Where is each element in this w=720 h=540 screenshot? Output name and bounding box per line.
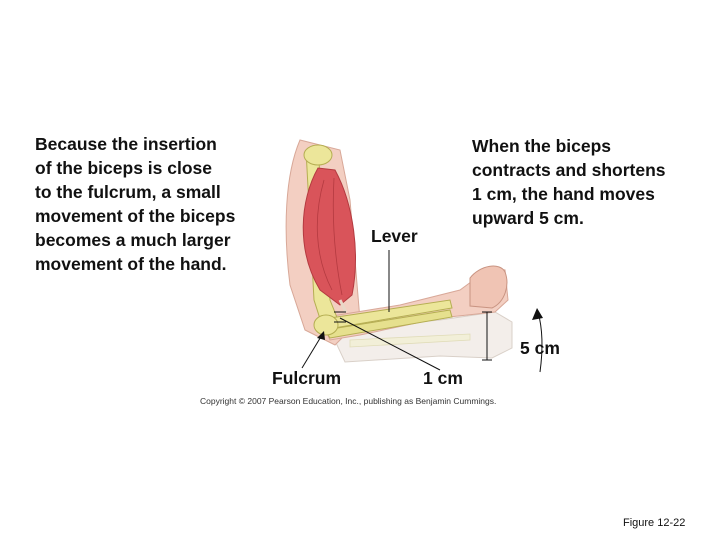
- biceps-tendon: [338, 299, 348, 313]
- five-cm-arrowhead: [532, 308, 543, 320]
- five-cm-label: 5 cm: [520, 338, 560, 358]
- lever-label: Lever: [371, 226, 418, 246]
- left-caption: Because the insertion of the biceps is c…: [35, 134, 236, 274]
- fulcrum-label: Fulcrum: [272, 368, 342, 388]
- figure-number: Figure 12-22: [623, 517, 686, 529]
- forearm-bone-ulna: [324, 309, 453, 339]
- five-cm-bracket: [482, 311, 492, 361]
- ghost-forearm-bone: [349, 333, 471, 348]
- one-cm-bracket: [334, 311, 346, 323]
- biceps-striation: [316, 177, 343, 296]
- elbow-joint: [313, 314, 339, 336]
- fulcrum-arrowhead: [317, 331, 325, 340]
- right-caption: When the biceps contracts and shortens 1…: [472, 136, 666, 228]
- copyright-notice: Copyright © 2007 Pearson Education, Inc.…: [200, 396, 497, 406]
- shoulder-joint: [303, 144, 333, 166]
- biceps-muscle: [302, 167, 356, 306]
- fist: [469, 265, 508, 309]
- fulcrum-leader-line: [301, 334, 323, 369]
- one-cm-leader-line: [339, 317, 441, 371]
- one-cm-label: 1 cm: [423, 368, 463, 388]
